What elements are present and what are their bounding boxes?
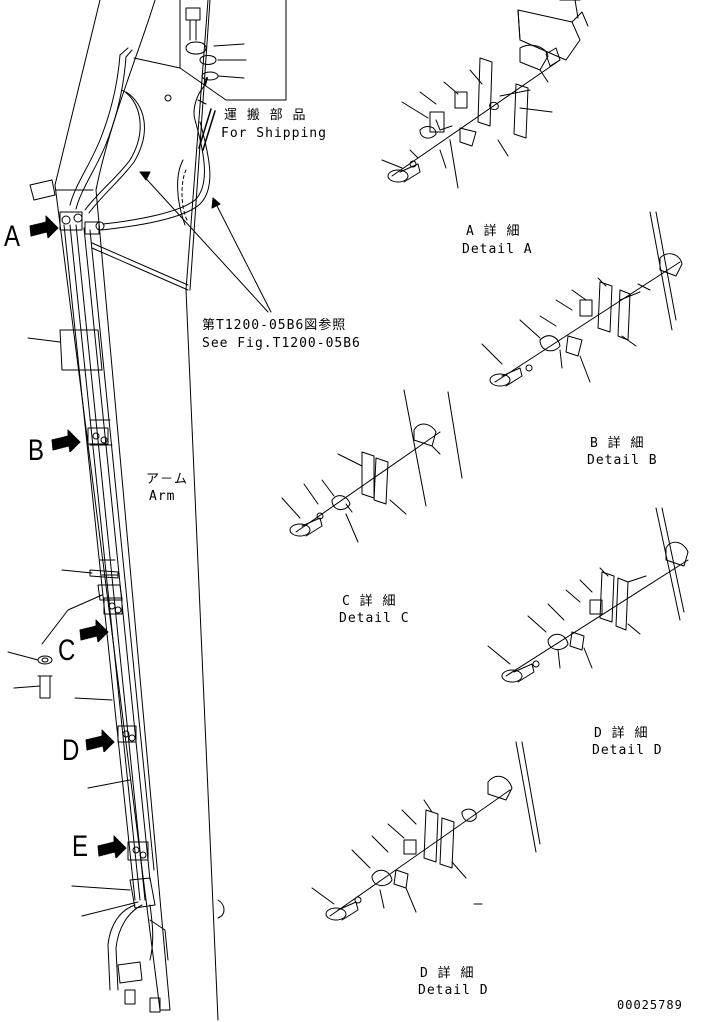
callout-arrows [29,215,127,859]
hoses [69,47,216,231]
arrow-a [29,215,59,239]
see-fig-label-en: See Fig.T1200-05B6 [202,336,361,351]
see-fig-leaders [139,171,272,313]
callout-c: C [58,634,76,667]
arrow-c [79,619,109,643]
shipping-parts-box [133,0,287,105]
drawing-number: 00025789 [617,998,683,1012]
detail-d-upper-label-jp: D 詳 細 [594,726,649,741]
clamp-d [117,725,137,743]
clamp-c [103,597,123,615]
arrow-e [97,835,127,859]
arrow-b [51,429,81,453]
detail-c-label-jp: C 詳 細 [342,594,397,609]
shipping-label-jp: 運 搬 部 品 [224,108,307,123]
detail-d-lower-label-jp: D 詳 細 [420,966,475,981]
detail-d-upper-drawing [487,507,689,683]
detail-a-label-jp: A 詳 細 [466,224,521,239]
callout-a: A [4,220,21,253]
detail-a-label-en: Detail A [462,242,533,257]
detail-d-lower-label-en: Detail D [418,983,489,998]
detail-b-drawing [481,211,683,387]
arrow-d [85,729,115,753]
see-fig-label-jp: 第T1200-05B6図参照 [202,318,347,333]
detail-d-upper-label-en: Detail D [592,743,663,758]
clamp-b [87,427,109,445]
shipping-label-en: For Shipping [221,126,327,141]
arm-pipes [59,224,155,901]
callout-b: B [28,434,45,467]
detail-c-drawing [281,389,463,543]
detail-a-drawing [381,0,589,189]
bottom-fittings [107,877,225,1013]
arm-label-en: Arm [149,489,176,504]
detail-d-lower-drawing [311,741,541,921]
callout-d: D [62,734,80,767]
detail-b-label-en: Detail B [587,453,658,468]
arm-label-jp: ア－ム [146,472,189,487]
leader-lines-left [7,337,139,917]
callout-e: E [72,830,89,863]
detail-b-label-jp: B 詳 細 [590,436,645,451]
clamp-e [127,841,149,861]
detail-c-label-en: Detail C [339,611,410,626]
clamp-a [59,211,105,235]
